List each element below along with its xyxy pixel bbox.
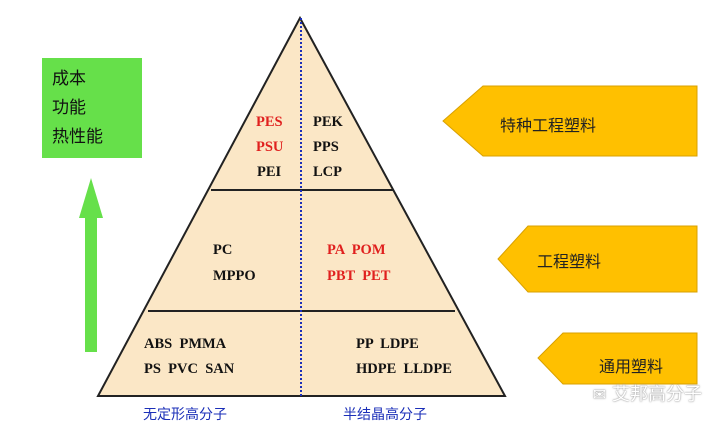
material-abs-pmma: ABS PMMA xyxy=(144,336,227,352)
material-pa-pom: PA POM xyxy=(327,242,386,258)
wechat-icon: ✉ xyxy=(592,385,607,404)
material-pek: PEK xyxy=(313,114,343,130)
watermark: ✉ 艾邦高分子 xyxy=(593,380,702,406)
material-pps: PPS xyxy=(313,139,339,155)
material-ps-pvc-san: PS PVC SAN xyxy=(144,361,235,377)
label-semicrystalline: 半结晶高分子 xyxy=(343,407,427,423)
tier-label-engineering: 工程塑料 xyxy=(537,252,602,271)
material-hdpe-lldpe: HDPE LLDPE xyxy=(356,361,452,377)
tier-arrow-top xyxy=(442,85,698,157)
property-cost: 成本 xyxy=(52,68,86,89)
up-arrow xyxy=(79,178,103,352)
tier-arrow-middle xyxy=(497,225,698,293)
property-function: 功能 xyxy=(52,97,86,118)
material-lcp: LCP xyxy=(313,164,342,180)
tier-arrow-bottom xyxy=(537,332,698,385)
property-box: 成本 功能 热性能 xyxy=(42,58,142,158)
tier-label-general: 通用塑料 xyxy=(599,357,664,376)
watermark-text: 艾邦高分子 xyxy=(612,384,702,405)
material-pes: PES xyxy=(256,114,283,130)
material-pbt-pet: PBT PET xyxy=(327,268,391,284)
tier-label-special: 特种工程塑料 xyxy=(500,116,597,135)
property-thermal: 热性能 xyxy=(52,126,103,147)
material-pei: PEI xyxy=(257,164,282,180)
material-psu: PSU xyxy=(256,139,284,155)
label-amorphous: 无定形高分子 xyxy=(143,407,227,423)
material-pc: PC xyxy=(213,242,233,258)
material-mppo: MPPO xyxy=(213,268,256,284)
material-pp-ldpe: PP LDPE xyxy=(356,336,419,352)
